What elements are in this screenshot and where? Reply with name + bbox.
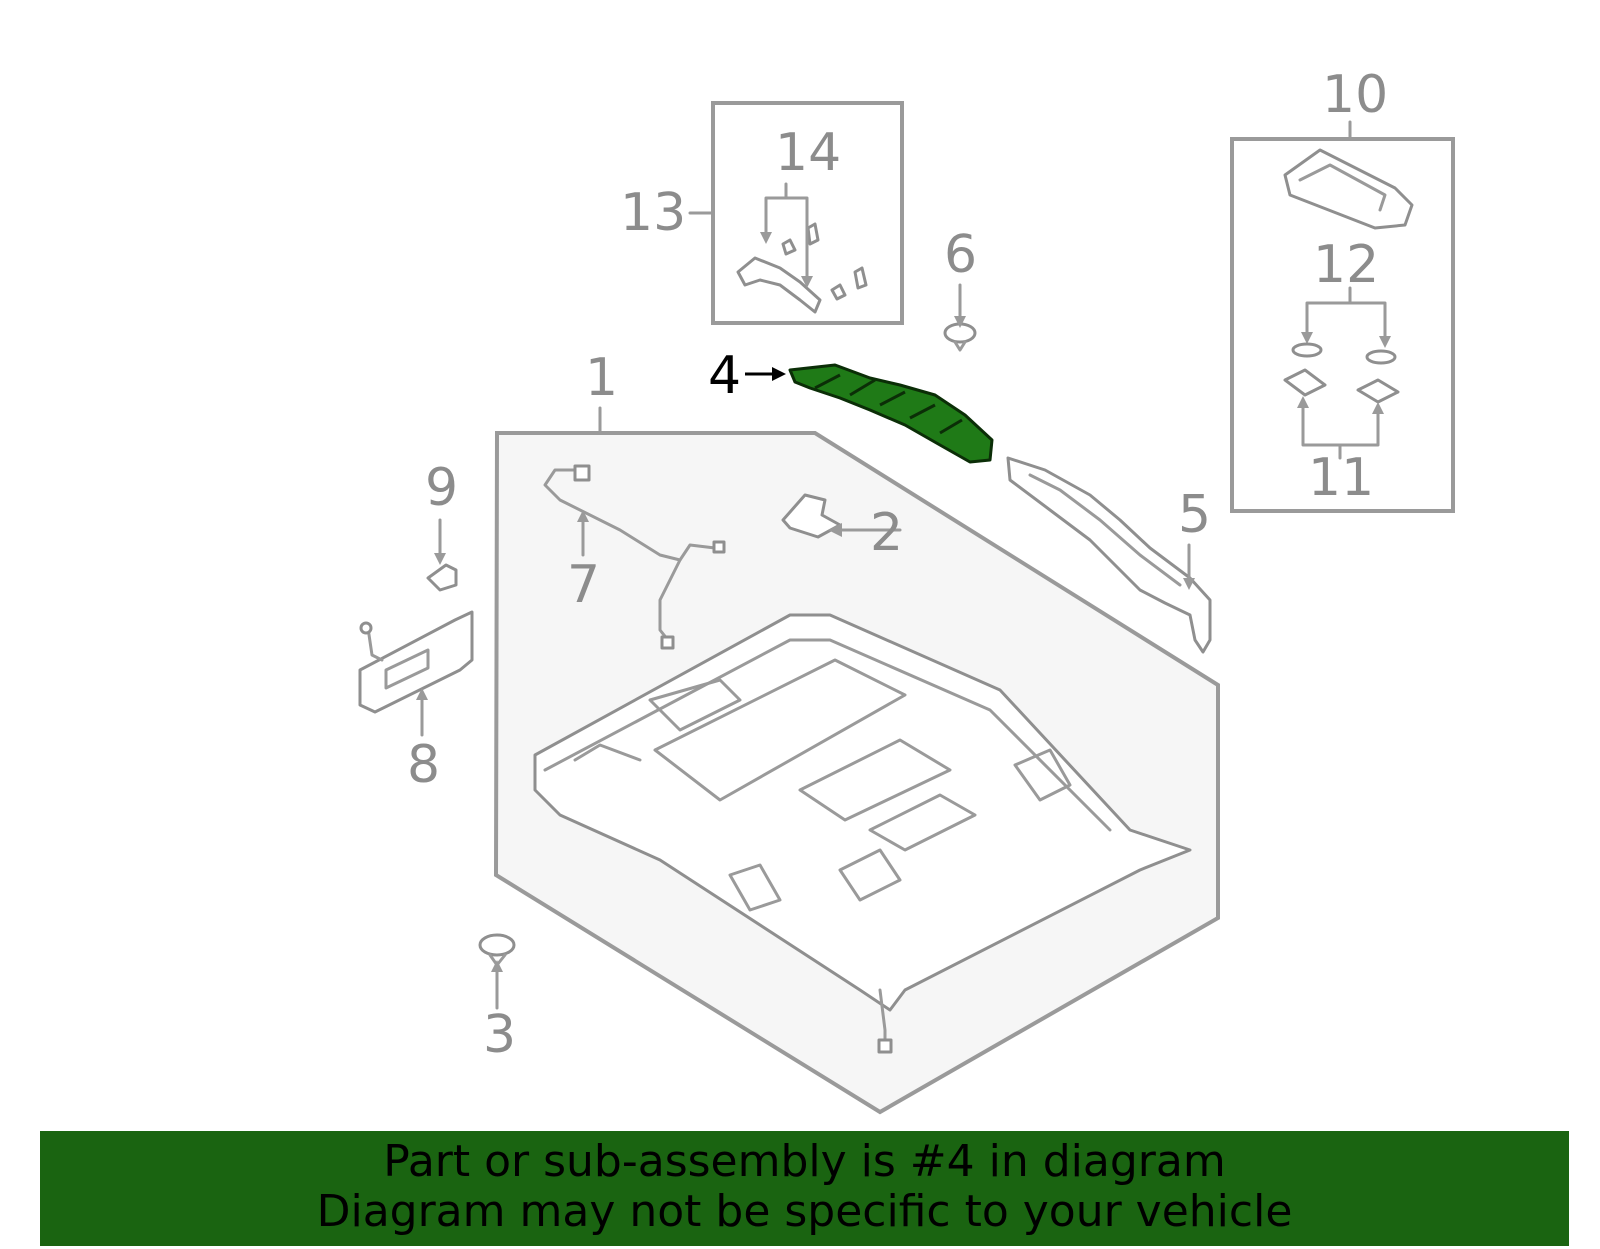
dome-lamp <box>1283 148 1414 230</box>
leader-lines <box>416 283 1195 1010</box>
clip-part <box>781 493 842 539</box>
callout-14: 14 <box>775 123 841 183</box>
callout-5: 5 <box>1178 485 1211 545</box>
callout-9: 9 <box>425 458 458 518</box>
info-banner: Part or sub-assembly is #4 in diagram Di… <box>40 1131 1569 1246</box>
visor-clip <box>426 563 458 592</box>
highlighted-bracket <box>788 363 994 464</box>
callout-11: 11 <box>1308 448 1374 508</box>
callout-3: 3 <box>483 1005 516 1065</box>
callout-6: 6 <box>944 225 977 285</box>
banner-line-1: Part or sub-assembly is #4 in diagram <box>383 1136 1226 1187</box>
grab-handle <box>736 222 868 314</box>
callout-13: 13 <box>620 183 686 243</box>
callout-7: 7 <box>567 555 600 615</box>
callout-2: 2 <box>870 503 903 563</box>
callout-1: 1 <box>585 348 618 408</box>
banner-line-2: Diagram may not be specific to your vehi… <box>316 1186 1293 1237</box>
callout-10: 10 <box>1322 65 1388 125</box>
callout-8: 8 <box>407 735 440 795</box>
dome-lamp-box <box>1230 137 1455 513</box>
wire-harness <box>543 464 726 650</box>
callout-12: 12 <box>1313 235 1379 295</box>
headliner-panel <box>533 613 1192 1054</box>
callout-4: 4 <box>708 346 741 406</box>
roof-rail <box>1006 456 1212 654</box>
sun-visor <box>358 610 474 714</box>
